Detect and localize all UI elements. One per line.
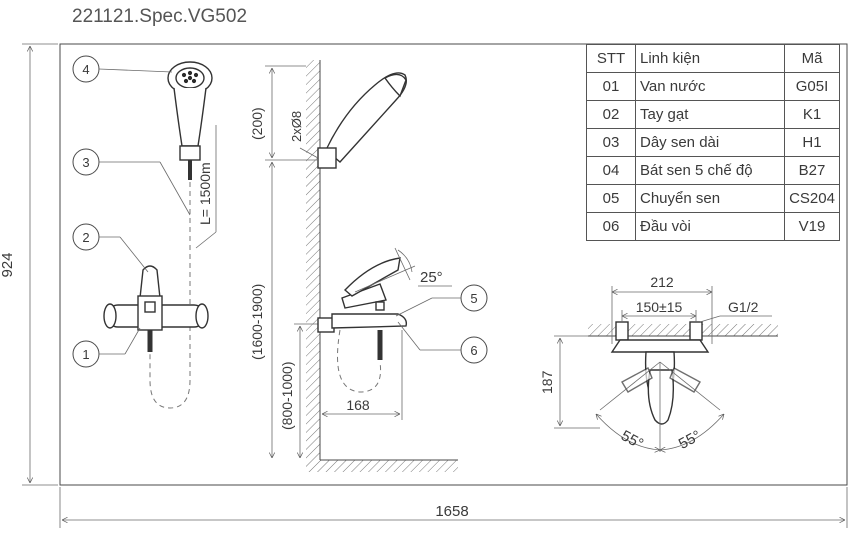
row-number: 04 — [586, 156, 636, 185]
table-header-row: STT Linh kiện Mã — [586, 44, 840, 73]
table-row: 01 Van nước G05I — [586, 72, 840, 101]
spout-reach-label: 168 — [346, 397, 370, 413]
shower-head-height-label: (200) — [249, 107, 265, 140]
svg-text:4: 4 — [82, 62, 89, 77]
row-code: H1 — [784, 128, 840, 157]
shower-head-illustration — [167, 61, 213, 180]
callout-1: 1 — [72, 327, 141, 368]
depth-label: 187 — [539, 370, 555, 394]
callout-6: 6 — [397, 321, 488, 364]
row-code: G05I — [784, 72, 840, 101]
svg-text:6: 6 — [470, 343, 477, 358]
table-row: 02 Tay gạt K1 — [586, 100, 840, 129]
row-code: CS204 — [784, 184, 840, 213]
callout-2: 2 — [72, 223, 149, 273]
table-row: 03 Dây sen dài H1 — [586, 128, 840, 157]
mount-height-label: (1600-1900) — [249, 284, 265, 360]
table-row: 06 Đầu vòi V19 — [586, 212, 840, 241]
row-component: Chuyển sen — [635, 184, 785, 213]
drawing-frame — [59, 43, 848, 486]
header-component: Linh kiện — [635, 44, 785, 73]
drawing-title: 221121.Spec.VG502 — [72, 6, 248, 27]
mixer-valve-illustration — [103, 265, 209, 352]
mixer-side-view — [317, 257, 408, 393]
header-code: Mã — [784, 44, 840, 73]
lever-angle-label: 25° — [420, 269, 443, 286]
height-total-label: 924 — [0, 252, 16, 277]
shower-head-side-view — [317, 72, 408, 169]
row-code: B27 — [784, 156, 840, 185]
hose-length-label: L= 1500m — [197, 162, 213, 225]
hose-illustration — [149, 182, 191, 409]
row-number: 01 — [586, 72, 636, 101]
swing-left-label: 55° — [618, 427, 646, 453]
row-number: 06 — [586, 212, 636, 241]
width-total-label: 1658 — [435, 503, 468, 520]
swing-right-label: 55° — [676, 427, 704, 453]
wall-section — [306, 60, 320, 460]
svg-text:1: 1 — [82, 347, 89, 362]
top-view-wall — [588, 324, 778, 336]
svg-text:5: 5 — [470, 291, 477, 306]
rail-holes-label: 2xØ8 — [289, 111, 304, 142]
row-number: 03 — [586, 128, 636, 157]
header-stt: STT — [586, 44, 636, 73]
callout-4: 4 — [72, 55, 173, 83]
row-component: Tay gạt — [635, 100, 785, 129]
row-component: Van nước — [635, 72, 785, 101]
row-component: Bát sen 5 chế độ — [635, 156, 785, 185]
svg-text:2: 2 — [82, 230, 89, 245]
callout-3: 3 — [72, 148, 191, 216]
table-row: 04 Bát sen 5 chế độ B27 — [586, 156, 840, 185]
outer-width-label: 212 — [650, 274, 674, 290]
spout-height-label: (800-1000) — [279, 362, 295, 431]
svg-text:3: 3 — [82, 155, 89, 170]
callout-5: 5 — [395, 284, 488, 317]
parts-table: STT Linh kiện Mã 01 Van nước G05I 02 Tay… — [586, 44, 840, 241]
center-distance-label: 150±15 — [636, 299, 683, 315]
row-code: V19 — [784, 212, 840, 241]
row-code: K1 — [784, 100, 840, 129]
row-component: Đầu vòi — [635, 212, 785, 241]
row-number: 02 — [586, 100, 636, 129]
row-number: 05 — [586, 184, 636, 213]
thread-label: G1/2 — [728, 299, 759, 315]
floor-section — [306, 460, 458, 472]
row-component: Dây sen dài — [635, 128, 785, 157]
table-row: 05 Chuyển sen CS204 — [586, 184, 840, 213]
